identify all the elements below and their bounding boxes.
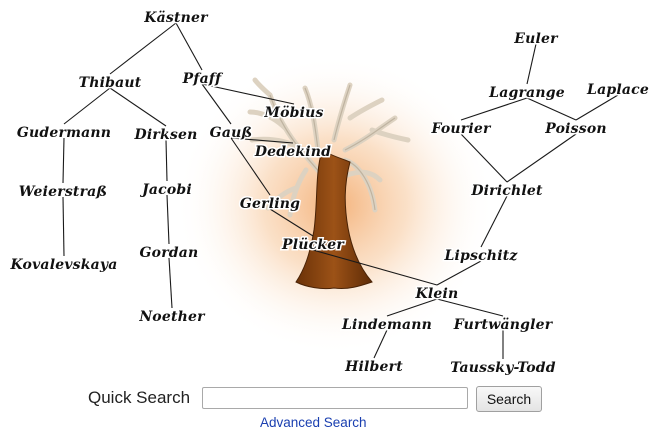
node-lagrange[interactable]: Lagrange (488, 85, 565, 101)
node-dedekind[interactable]: Dedekind (254, 144, 331, 160)
edge-gordan-noether (169, 258, 172, 308)
node-dirichlet[interactable]: Dirichlet (470, 183, 543, 199)
edge-thibaut-dirksen (110, 88, 166, 126)
edge-lagrange-fourier (461, 98, 527, 120)
edge-kastner-pfaff (176, 23, 202, 70)
edge-poisson-dirichlet (507, 134, 576, 182)
node-weierstrass[interactable]: Weierstraß (19, 184, 108, 200)
node-furtwangler[interactable]: Furtwängler (453, 317, 554, 333)
node-gordan[interactable]: Gordan (140, 245, 199, 261)
node-lindemann[interactable]: Lindemann (341, 317, 432, 333)
node-kovalevskaya[interactable]: Kovalevskaya (9, 257, 117, 273)
node-gauss[interactable]: Gauß (210, 125, 253, 141)
node-pfaff[interactable]: Pfaff (182, 71, 224, 87)
edge-jacobi-gordan (167, 195, 169, 244)
edge-weierstrass-kovalevskaya (63, 197, 64, 256)
node-lipschitz[interactable]: Lipschitz (443, 248, 518, 264)
edge-euler-lagrange (527, 44, 536, 84)
node-dirksen[interactable]: Dirksen (134, 127, 198, 143)
node-gerling[interactable]: Gerling (240, 196, 300, 212)
quick-search-row: Quick Search Search (0, 386, 655, 414)
node-taussky[interactable]: Taussky-Todd (450, 360, 556, 376)
node-poisson[interactable]: Poisson (544, 121, 607, 137)
node-klein[interactable]: Klein (415, 286, 459, 302)
quick-search-input[interactable] (202, 387, 468, 409)
edge-dirksen-jacobi (166, 140, 167, 181)
edge-thibaut-gudermann (64, 88, 110, 124)
node-euler[interactable]: Euler (513, 31, 559, 47)
search-button[interactable]: Search (476, 386, 542, 412)
node-laplace[interactable]: Laplace (586, 82, 649, 98)
quick-search-label: Quick Search (88, 388, 190, 408)
node-noether[interactable]: Noether (138, 309, 206, 325)
node-gudermann[interactable]: Gudermann (17, 125, 111, 141)
node-jacobi[interactable]: Jacobi (139, 182, 192, 198)
node-mobius[interactable]: Möbius (263, 105, 323, 121)
node-hilbert[interactable]: Hilbert (344, 359, 403, 375)
node-kastner[interactable]: Kästner (143, 10, 209, 26)
node-thibaut[interactable]: Thibaut (79, 75, 142, 91)
edge-laplace-poisson (576, 95, 618, 120)
edge-lagrange-poisson (527, 98, 576, 120)
edge-gudermann-weierstrass (63, 138, 64, 183)
node-plucker[interactable]: Plücker (281, 237, 345, 253)
node-fourier[interactable]: Fourier (430, 121, 491, 137)
edge-kastner-thibaut (110, 23, 176, 74)
